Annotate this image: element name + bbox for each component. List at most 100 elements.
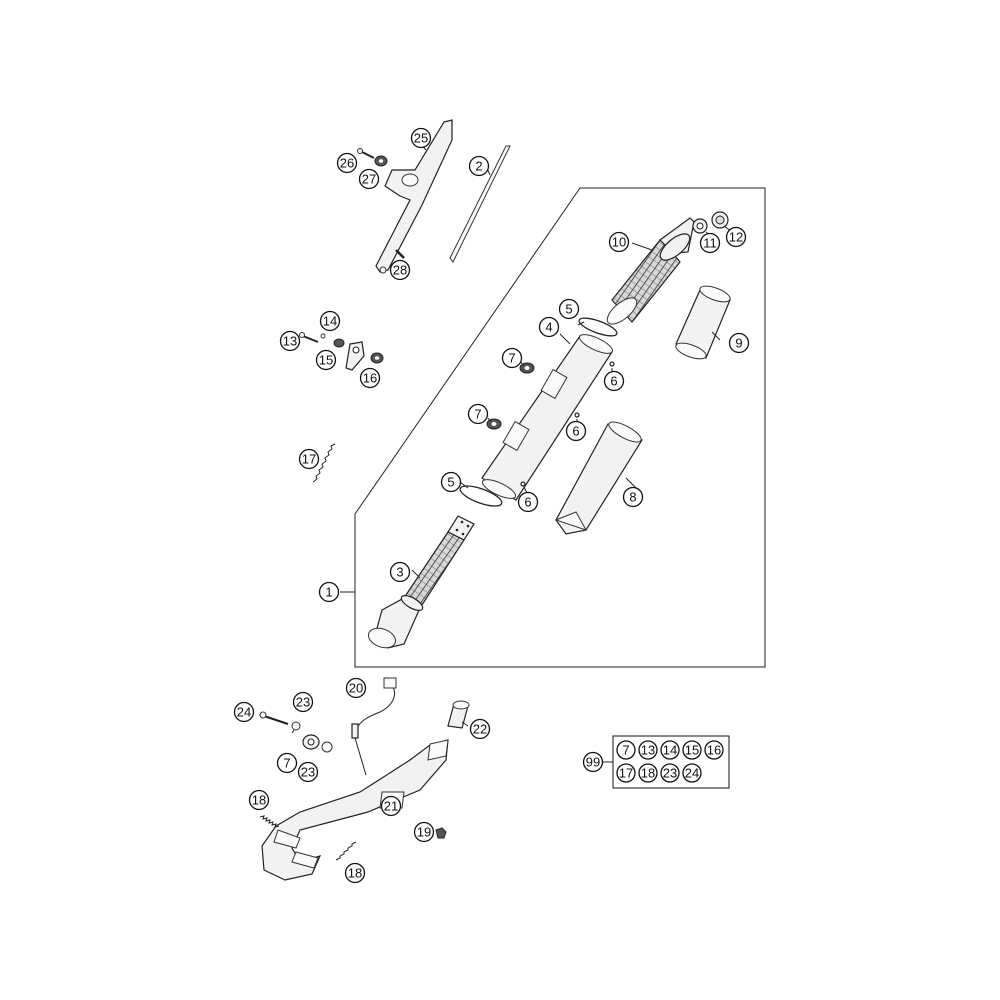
- o-ring-upper: [578, 317, 618, 337]
- svg-text:23: 23: [296, 695, 310, 710]
- rubber-bushing-7b: [486, 418, 502, 430]
- kit-item-7: 7: [616, 740, 636, 760]
- callout-16: 16: [359, 367, 381, 389]
- svg-text:18: 18: [252, 793, 266, 808]
- svg-text:11: 11: [703, 236, 717, 251]
- svg-text:28: 28: [393, 263, 407, 278]
- svg-text:7: 7: [622, 743, 629, 758]
- svg-text:3: 3: [396, 565, 403, 580]
- callout-24: 24: [233, 701, 255, 723]
- svg-text:22: 22: [473, 722, 487, 737]
- spring-18b: [335, 841, 357, 861]
- muffler-body: [481, 334, 614, 501]
- callout-28: 28: [389, 259, 411, 281]
- callout-9: 9: [728, 332, 750, 354]
- svg-text:20: 20: [349, 681, 363, 696]
- kit-item-15: 15: [682, 740, 702, 760]
- kit-item-24: 24: [682, 763, 702, 783]
- svg-text:19: 19: [417, 825, 431, 840]
- svg-text:10: 10: [612, 235, 626, 250]
- svg-text:13: 13: [283, 334, 297, 349]
- bracket-16: [345, 341, 365, 371]
- callout-6b: 6: [565, 420, 587, 442]
- rubber-bushing-15: [333, 338, 345, 348]
- svg-text:99: 99: [586, 755, 600, 770]
- cap-nut-11: [692, 218, 708, 234]
- callout-7b: 7: [467, 403, 489, 425]
- svg-text:18: 18: [641, 766, 655, 781]
- callout-15: 15: [315, 349, 337, 371]
- callout-6a: 6: [603, 370, 625, 392]
- svg-text:23: 23: [663, 766, 677, 781]
- svg-text:7: 7: [474, 407, 481, 422]
- connector-sleeve-22: [447, 700, 470, 729]
- washer-23b: [321, 741, 333, 753]
- svg-text:15: 15: [319, 353, 333, 368]
- rivet-6a: [609, 361, 615, 367]
- assembly-outline: [354, 187, 766, 668]
- washer-14: [320, 333, 326, 339]
- callout-21: 21: [380, 795, 402, 817]
- svg-text:14: 14: [663, 743, 677, 758]
- callout-18b: 18: [344, 862, 366, 884]
- svg-text:24: 24: [237, 705, 251, 720]
- callout-3: 3: [389, 561, 411, 583]
- kit-item-18: 18: [638, 763, 658, 783]
- kit-item-13: 13: [638, 740, 658, 760]
- kit-item-23: 23: [660, 763, 680, 783]
- callout-25: 25: [410, 127, 432, 149]
- svg-text:12: 12: [729, 230, 743, 245]
- svg-text:24: 24: [685, 766, 699, 781]
- screw-28: [395, 249, 405, 259]
- svg-text:27: 27: [362, 172, 376, 187]
- callout-11: 11: [699, 232, 721, 254]
- kit-item-17: 17: [616, 763, 636, 783]
- lambda-sensor-20: [351, 677, 397, 776]
- svg-text:6: 6: [572, 424, 579, 439]
- exhaust-bracket: [375, 119, 453, 274]
- o-ring-lower: [459, 485, 503, 507]
- callout-19: 19: [413, 821, 435, 843]
- svg-text:14: 14: [323, 314, 337, 329]
- svg-text:1: 1: [325, 585, 332, 600]
- kit-item-16: 16: [704, 740, 724, 760]
- callout-8: 8: [622, 486, 644, 508]
- rubber-bushing-7c: [302, 734, 320, 750]
- svg-text:5: 5: [565, 302, 572, 317]
- spring-18a: [259, 815, 280, 828]
- callout-22: 22: [469, 718, 491, 740]
- svg-text:17: 17: [302, 452, 316, 467]
- bolt-24: [259, 711, 289, 725]
- callout-23a: 23: [292, 691, 314, 713]
- svg-text:25: 25: [414, 131, 428, 146]
- callout-7c: 7: [276, 752, 298, 774]
- washer-23a: [291, 721, 301, 731]
- callout-5-upper: 5: [558, 298, 580, 320]
- callout-17: 17: [298, 448, 320, 470]
- muffler-cover-8: [554, 421, 643, 535]
- nut-19: [435, 827, 447, 839]
- callout-20: 20: [345, 677, 367, 699]
- callout-99: 99: [582, 751, 604, 773]
- callout-5-lower: 5: [440, 471, 462, 493]
- heat-protection-strip: [449, 145, 511, 263]
- callout-23b: 23: [297, 761, 319, 783]
- rubber-16: [370, 352, 384, 364]
- svg-text:23: 23: [301, 765, 315, 780]
- svg-text:2: 2: [475, 159, 482, 174]
- callout-14: 14: [319, 310, 341, 332]
- callout-12: 12: [725, 226, 747, 248]
- svg-text:5: 5: [447, 475, 454, 490]
- callout-13: 13: [279, 330, 301, 352]
- rivet-6b: [574, 412, 580, 418]
- svg-text:26: 26: [340, 156, 354, 171]
- svg-text:8: 8: [629, 490, 636, 505]
- svg-text:4: 4: [545, 320, 552, 335]
- rubber-bushing-7a: [519, 362, 535, 374]
- callout-2: 2: [468, 155, 490, 177]
- svg-text:16: 16: [707, 743, 721, 758]
- screw-13: [299, 332, 319, 343]
- callout-26: 26: [336, 152, 358, 174]
- callout-1: 1: [318, 581, 340, 603]
